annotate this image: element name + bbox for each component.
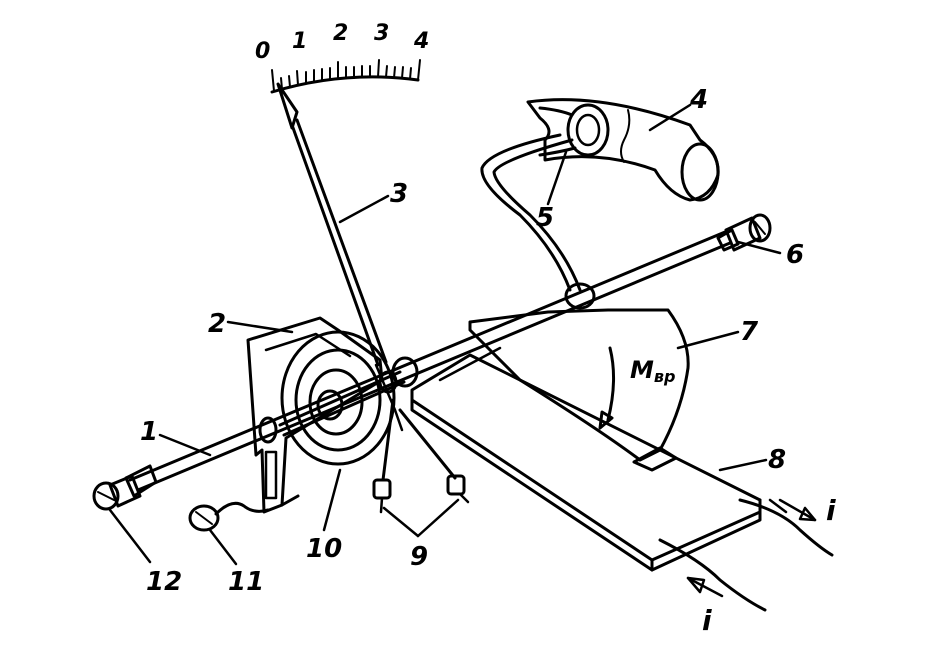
scale-label-1: 1 [292, 29, 307, 54]
part-label-7: 7 [740, 317, 759, 347]
part-label-4: 4 [689, 85, 708, 115]
base-block [410, 346, 762, 572]
scale-label-2: 2 [333, 21, 348, 46]
instrument-scale: 0 1 2 3 4 [255, 21, 429, 94]
current-label-bottom: i [702, 604, 712, 637]
part-label-2: 2 [208, 309, 226, 339]
part-label-9: 9 [410, 542, 428, 572]
part-label-3: 3 [390, 179, 408, 209]
electrode-vane: Mвр [468, 308, 690, 462]
part-labels: 1 2 3 4 5 6 7 8 9 10 11 12 i i [140, 85, 836, 637]
balance-weights [372, 398, 470, 514]
part-label-1: 1 [140, 417, 158, 447]
permanent-magnet [526, 98, 720, 202]
damper-arm [480, 133, 572, 292]
pointer [276, 82, 404, 432]
leader-lines [108, 103, 788, 566]
part-label-10: 10 [306, 534, 342, 564]
zero-corrector [188, 501, 270, 532]
bearing-screw-right [724, 213, 772, 252]
part-label-12: 12 [146, 567, 182, 597]
core-coil [538, 103, 610, 157]
scale-label-0: 0 [255, 39, 270, 64]
current-label-right: i [826, 494, 836, 527]
scale-label-4: 4 [413, 29, 429, 54]
part-label-8: 8 [768, 445, 786, 475]
part-label-11: 11 [228, 567, 264, 597]
torque-label: Mвр [630, 356, 675, 386]
part-label-5: 5 [536, 203, 554, 233]
bearing-screw-left [92, 474, 142, 511]
scale-label-3: 3 [374, 21, 389, 46]
lead-wires [658, 498, 834, 612]
part-label-6: 6 [786, 240, 804, 270]
